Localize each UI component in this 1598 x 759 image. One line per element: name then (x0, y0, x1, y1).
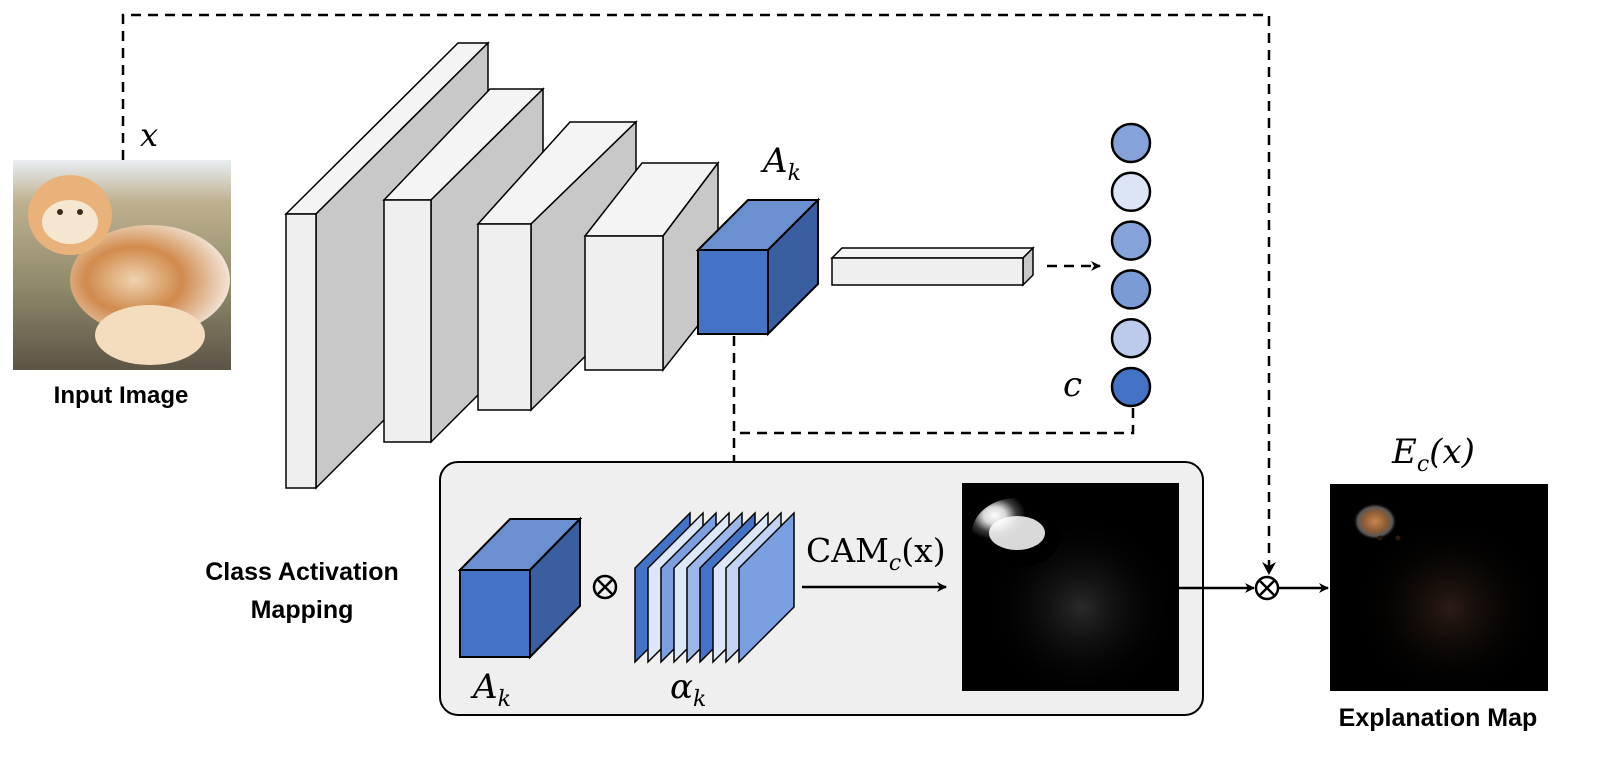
explanation-variable-label: Ec(x) (1391, 432, 1475, 477)
weight-slice (738, 511, 795, 664)
class-node-label: c (1063, 365, 1082, 405)
feature-map-block (695, 197, 821, 337)
conv-layer-3 (476, 120, 638, 412)
input-image (13, 160, 231, 370)
explanation-map-image (1330, 484, 1548, 691)
conv-layer-4 (583, 160, 720, 373)
cam-feature-map-label: Ak (470, 667, 511, 712)
multiply-operator-icon (592, 574, 618, 600)
final-multiply-operator-icon (1254, 575, 1280, 601)
cam-feature-map-block (457, 516, 583, 660)
output-node (1110, 269, 1152, 310)
output-node (1110, 220, 1152, 261)
output-node (1110, 317, 1152, 359)
cam-operator-label: CAMc(x) (806, 531, 946, 576)
input-variable-label: x (140, 116, 158, 154)
fully-connected-layer (830, 246, 1035, 287)
output-node (1110, 122, 1152, 164)
skip-connection-dashed (121, 13, 1271, 568)
cam-section-label-line1: Class Activation (205, 558, 399, 586)
weight-slices (634, 511, 795, 664)
input-image-label: Input Image (54, 382, 189, 409)
output-node-class-c (1110, 366, 1152, 408)
explanation-map-label: Explanation Map (1339, 704, 1538, 732)
feature-map-label: Ak (760, 141, 801, 186)
cam-section-label-line2: Mapping (251, 596, 354, 624)
output-layer (1110, 122, 1152, 408)
skip-arrowhead (1262, 562, 1276, 575)
weights-label: αk (670, 667, 706, 712)
conv-layers (284, 41, 720, 490)
cam-heatmap-image (962, 483, 1179, 691)
output-node (1110, 171, 1152, 213)
class-to-cam-dashed (734, 408, 1135, 435)
